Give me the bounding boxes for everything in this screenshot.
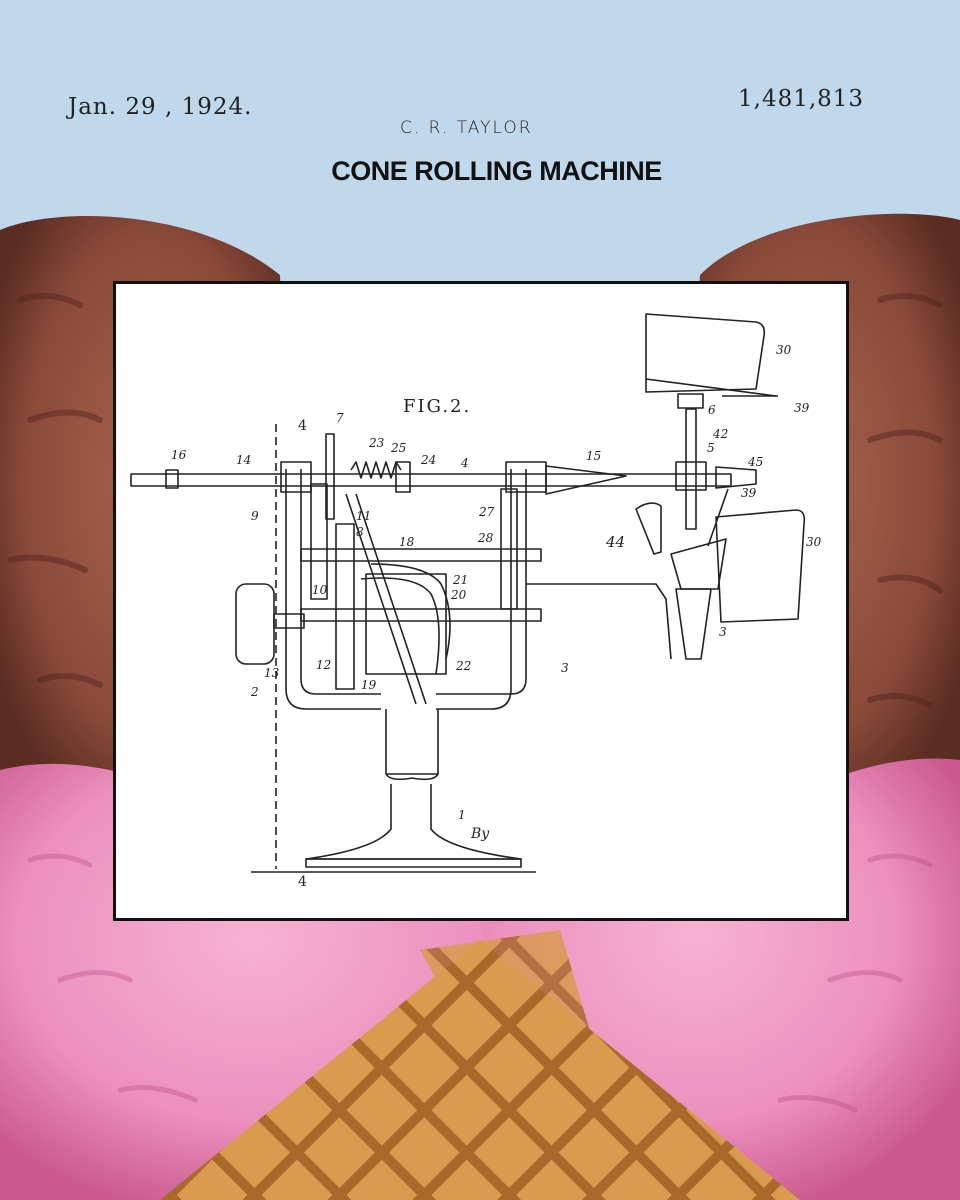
upper-box-30 — [645, 313, 766, 393]
part-label: 45 — [747, 455, 763, 469]
section-mark-bottom: 4 — [298, 874, 307, 890]
part-label: 11 — [356, 509, 371, 523]
part-label: 21 — [452, 573, 468, 587]
spring-23 — [350, 461, 402, 479]
frame-left — [285, 469, 381, 710]
mold-21 — [365, 573, 447, 675]
part-label: 2 — [250, 685, 259, 699]
part-label: 16 — [171, 448, 187, 462]
arm-to-holder — [526, 583, 672, 660]
gear-12 — [335, 523, 355, 690]
handwheel-13 — [235, 583, 275, 665]
part-label: 13 — [264, 666, 280, 680]
part-label: 3 — [719, 625, 727, 639]
main-shaft — [130, 473, 732, 487]
part-label: 27 — [478, 505, 495, 519]
pedestal-1 — [305, 784, 522, 860]
part-label: 25 — [390, 441, 406, 455]
frame-right — [436, 469, 512, 710]
part-label: 44 — [605, 533, 625, 551]
part-label: 18 — [399, 535, 415, 549]
part-label: 8 — [356, 525, 364, 539]
part-label: 24 — [420, 453, 436, 467]
signature: By — [470, 826, 490, 842]
part-label: 39 — [741, 486, 757, 500]
part-labels: FIG.2. 4 4 By 1 2 4 5 6 7 8 9 10 11 12 1… — [171, 343, 822, 890]
figure-label: FIG.2. — [403, 396, 471, 417]
part-label: 7 — [336, 411, 344, 425]
column — [385, 709, 439, 775]
patent-date: Jan. 29 , 1924. — [68, 94, 253, 120]
cone-die-15 — [545, 465, 627, 495]
part-label: 10 — [312, 583, 328, 597]
part-label: 12 — [316, 658, 331, 672]
part-label: 9 — [251, 509, 259, 523]
gear-27 — [500, 488, 518, 610]
part-label: 1 — [458, 808, 466, 822]
part-label: 39 — [794, 401, 810, 415]
part-label: 15 — [586, 449, 601, 463]
grip-44 — [635, 502, 662, 555]
patent-drawing: FIG.2. 4 4 By 1 2 4 5 6 7 8 9 10 11 12 1… — [130, 313, 822, 890]
part-label: 14 — [236, 453, 251, 467]
part-label: 22 — [455, 659, 471, 673]
part-label: 5 — [707, 441, 715, 455]
part-label: 42 — [712, 427, 728, 441]
rod-42 — [685, 408, 697, 530]
part-label: 30 — [776, 343, 792, 357]
inventor-name: C. R. TAYLOR — [400, 118, 533, 138]
curved-guide-20 — [370, 563, 451, 660]
cone-6 — [675, 588, 712, 660]
waffle-cone — [160, 940, 800, 1200]
part-label: 28 — [477, 531, 494, 545]
cone-holder — [670, 538, 727, 590]
patent-drawing-frame: FIG.2. 4 4 By 1 2 4 5 6 7 8 9 10 11 12 1… — [113, 281, 849, 921]
section-mark-top: 4 — [298, 418, 307, 434]
tip-45 — [715, 466, 757, 489]
part-label: 30 — [806, 535, 822, 549]
gear-10 — [310, 483, 328, 600]
part-label: 19 — [361, 678, 377, 692]
patent-number: 1,481,813 — [738, 86, 865, 112]
part-label: 4 — [460, 456, 469, 470]
part-label: 6 — [708, 403, 716, 417]
patent-title: CONE ROLLING MACHINE — [331, 156, 662, 186]
lever-arm — [345, 493, 417, 705]
part-label: 20 — [450, 588, 467, 602]
part-label: 3 — [561, 661, 569, 675]
lower-box-30 — [715, 509, 806, 623]
part-label: 23 — [368, 436, 385, 450]
